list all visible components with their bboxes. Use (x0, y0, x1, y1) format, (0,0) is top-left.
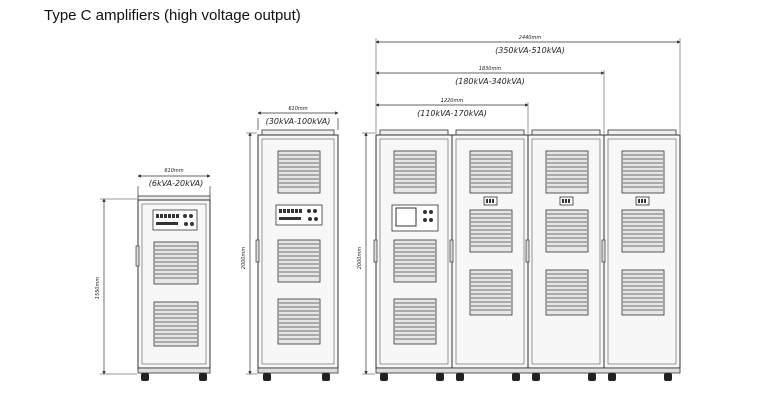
door-handle (135, 245, 140, 267)
vent-grille (277, 150, 321, 194)
range-label: (110kVA-170kVA) (417, 109, 487, 118)
display-screen (395, 207, 417, 227)
width-label: 610mm (288, 106, 307, 112)
page-title: Type C amplifiers (high voltage output) (44, 7, 301, 24)
cabinet-large-system: 2440mm (350kVA-510kVA) 1830mm (180kVA-34… (357, 35, 681, 381)
range-label: (350kVA-510kVA) (495, 46, 565, 55)
door-handle (255, 239, 260, 263)
vent-grille (277, 298, 321, 345)
range-label: (30kVA-100kVA) (266, 117, 331, 126)
height-label: 1550mm (95, 277, 101, 300)
cabinet-medium: 610mm (30kVA-100kVA) 2000mm (241, 106, 339, 381)
width-label: 2440mm (519, 35, 542, 41)
vent-grille (153, 301, 199, 347)
height-label: 2000mm (241, 247, 247, 270)
vent-grille (277, 239, 321, 283)
control-panel (275, 204, 323, 226)
width-label: 610mm (164, 168, 183, 174)
control-panel (152, 209, 198, 231)
range-label: (6kVA-20kVA) (149, 179, 203, 188)
width-label: 1830mm (479, 66, 502, 72)
cabinet-small: 610mm (6kVA-20kVA) 1550mm (95, 168, 211, 381)
vent-grille (153, 241, 199, 285)
width-label: 1220mm (441, 98, 464, 104)
range-label: (180kVA-340kVA) (455, 77, 525, 86)
height-label: 2000mm (357, 247, 363, 270)
